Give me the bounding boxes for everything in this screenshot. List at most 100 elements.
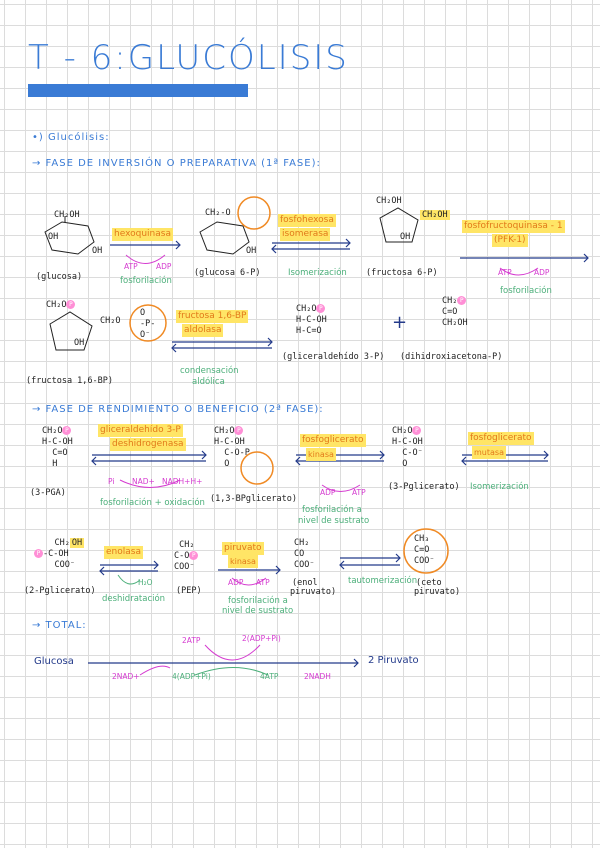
f16bp-phosphate: O-P-O⁻ — [140, 308, 156, 340]
cofactor-pi: Pi — [108, 477, 115, 486]
total-4atp: 4ATP — [260, 672, 279, 681]
glucosa-ch2oh: CH₂OH — [54, 210, 80, 220]
enzyme-aldolasa-substrate: fructosa 1,6-BP — [176, 310, 249, 323]
phosphate-circle-g6p — [237, 196, 271, 230]
enzyme-pgk: kinasa — [306, 448, 336, 461]
enzyme-aldolasa: aldolasa — [182, 324, 224, 337]
process-fosforilacion-1: fosforilación — [120, 276, 172, 286]
plus-sign: + — [392, 312, 408, 333]
f16bp-ch2o-right: CH₂O — [100, 316, 121, 326]
total-2adp: 2(ADP+Pi) — [242, 634, 281, 643]
label-3pga: (3-PGA) — [30, 488, 66, 498]
enzyme-pfk1: fosfofructoquinasa - 1 — [462, 220, 565, 233]
process-fosf-sustrato-3: fosforilación a — [228, 596, 288, 606]
circle-ceto-piruvato — [403, 528, 449, 574]
cofactor-h2o: H₂O — [138, 578, 153, 587]
label-fructosa-16bp: (fructosa 1,6-BP) — [26, 376, 113, 386]
total-2atp: 2ATP — [182, 636, 201, 645]
enzyme-pgk-substrate: fosfoglicerato — [300, 434, 366, 447]
enzyme-pfk1-abbrev: (PFK-1) — [492, 234, 528, 247]
label-pep: (PEP) — [176, 586, 202, 596]
glucosa-oh-2: OH — [92, 246, 103, 256]
f6p-ch2oh-left: CH₂OH — [376, 196, 402, 206]
cofactor-nadh: NADH+H+ — [162, 477, 203, 486]
label-glucosa: (glucosa) — [36, 272, 83, 282]
process-fosf-sustrato-4: nivel de sustrato — [222, 606, 294, 616]
curve-total-nad — [139, 665, 171, 676]
process-deshidratacion: deshidratación — [102, 594, 166, 604]
label-13bpg: (1,3-BPglicerato) — [210, 494, 297, 504]
cofactor-atp-4: ATP — [256, 578, 270, 587]
process-fosf-sustrato-1: fosforilación a — [302, 505, 362, 515]
process-isomerizacion-2: Isomerización — [470, 482, 529, 492]
glucosa-oh-1: OH — [48, 232, 59, 242]
process-fosf-sustrato-2: nivel de sustrato — [298, 516, 370, 526]
curve-g3pdh — [119, 479, 181, 488]
curve-hexoquinasa — [125, 254, 166, 264]
curve-enolasa-water — [117, 574, 141, 585]
curve-pk — [231, 577, 267, 586]
curve-pgk — [321, 484, 361, 492]
process-aldolica: aldólica — [192, 377, 225, 387]
process-tautomerizacion: tautomerización — [348, 576, 418, 586]
total-2nad: 2NAD+ — [112, 672, 140, 681]
phosphate-circle-f16bp — [129, 304, 167, 342]
cofactor-atp-2: ATP — [498, 268, 512, 277]
f6p-ch2oh-right: CH₂OH — [420, 210, 450, 220]
heading-fase-2: → FASE DE RENDIMIENTO O BENEFICIO (2ª FA… — [32, 404, 324, 415]
enzyme-pgm: mutasa — [472, 446, 506, 459]
f16bp-oh: OH — [74, 338, 85, 348]
total-4adp: 4(ADP+Pi) — [172, 672, 211, 681]
label-ceto-piruvato-1: (ceto — [416, 578, 442, 588]
glucosa6p-ring — [199, 221, 250, 255]
heading-fase-1: → FASE DE INVERSIÓN O PREPARATIVA (1ª FA… — [32, 158, 321, 169]
process-condensacion: condensación — [180, 366, 239, 376]
label-dhap: (dihidroxiacetona-P) — [400, 352, 503, 362]
label-enol-piruvato-2: piruvato) — [290, 587, 337, 597]
title-underline-bar — [28, 84, 248, 97]
total-piruvato: 2 Piruvato — [368, 655, 419, 666]
total-glucosa: Glucosa — [34, 656, 74, 667]
g6p-oh: OH — [246, 246, 257, 256]
process-fosf-oxidacion: fosforilación + oxidación — [100, 498, 205, 508]
total-2nadh: 2NADH — [304, 672, 331, 681]
label-enol-piruvato-1: (enol — [292, 578, 318, 588]
curve-pfk1 — [499, 267, 539, 276]
fructosa16bp-ring — [49, 311, 93, 351]
curve-total-atp — [204, 644, 261, 661]
cofactor-nad: NAD+ — [132, 477, 155, 486]
phosphate-circle-13bpg — [240, 451, 274, 485]
label-g3p: (gliceraldehído 3-P) — [282, 352, 385, 362]
enzyme-fosfohexosa: fosfohexosa — [278, 214, 336, 227]
enzyme-g3pdh: deshidrogenasa — [110, 438, 186, 451]
glucosa-ring — [44, 221, 95, 255]
enzyme-hexoquinasa: hexoquinasa — [112, 228, 173, 241]
enzyme-pk-substrate: piruvato — [222, 542, 264, 555]
cofactor-adp-2: ADP — [534, 268, 550, 277]
label-2pglicerato: (2-Pglicerato) — [24, 586, 96, 596]
cofactor-atp-1: ATP — [124, 262, 138, 271]
f6p-oh: OH — [400, 232, 411, 242]
enzyme-pgm-substrate: fosfoglicerato — [468, 432, 534, 445]
process-fosforilacion-2: fosforilación — [500, 286, 552, 296]
enzyme-pk: kinasa — [228, 555, 258, 568]
cofactor-adp-3: ADP — [320, 488, 336, 497]
cofactor-atp-3: ATP — [352, 488, 366, 497]
process-isomerizacion-1: Isomerización — [288, 268, 347, 278]
label-3pglicerato: (3-Pglicerato) — [388, 482, 460, 492]
enzyme-isomerasa: isomerasa — [280, 228, 331, 241]
label-fructosa-6p: (fructosa 6-P) — [366, 268, 438, 278]
enzyme-g3pdh-substrate: gliceraldehído 3-P — [98, 424, 183, 437]
fructosa6p-ring — [379, 207, 419, 243]
cofactor-adp-4: ADP — [228, 578, 244, 587]
